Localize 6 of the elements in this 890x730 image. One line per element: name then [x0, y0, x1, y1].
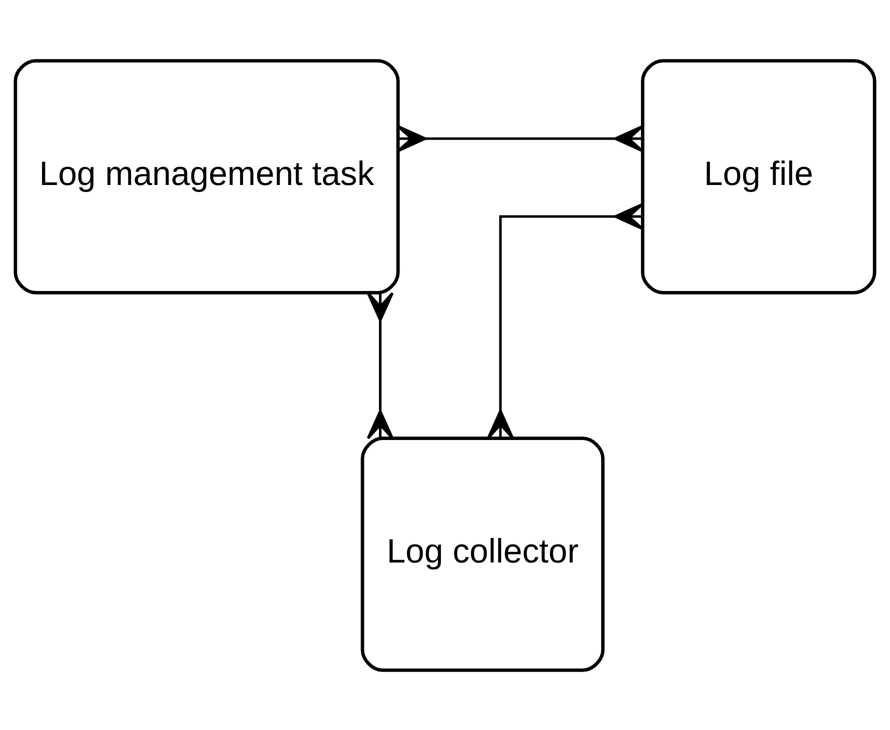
node-box: Log file — [640, 58, 876, 294]
node-box: Log management task — [14, 58, 400, 294]
connector — [366, 291, 394, 440]
connector — [396, 124, 644, 152]
connector — [486, 202, 644, 439]
node-box: Log collector — [360, 436, 605, 672]
